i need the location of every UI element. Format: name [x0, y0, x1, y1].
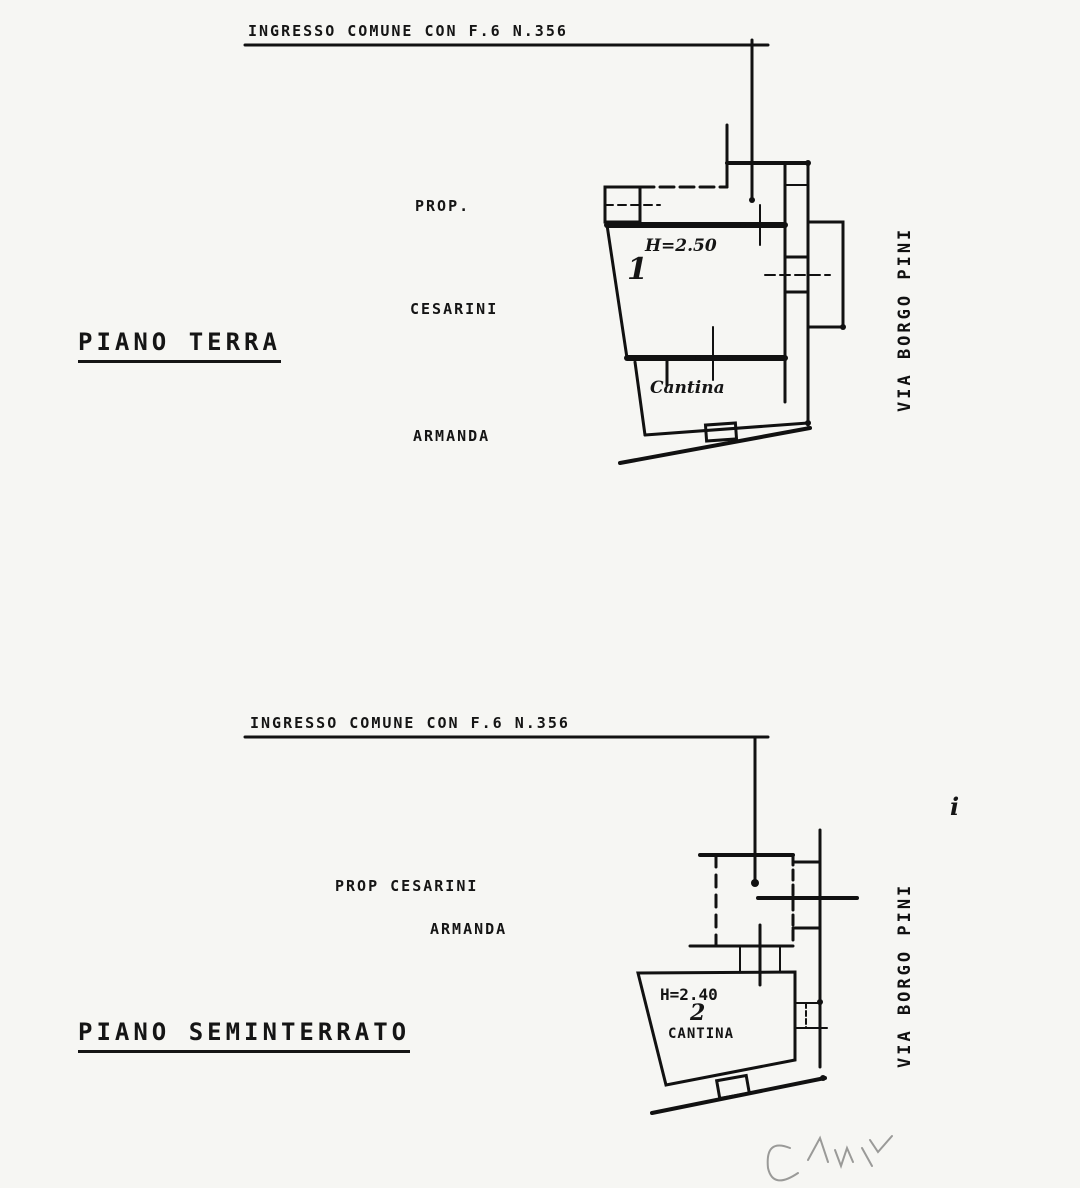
ground-neighbor-name: CESARINI — [410, 300, 499, 318]
ground-cellar-label: Cantina — [650, 378, 725, 398]
ground-floor-title: PIANO TERRA — [78, 328, 281, 363]
ground-neighbor-firstname: ARMANDA — [413, 427, 491, 445]
ground-neighbor-prop: PROP. — [415, 197, 471, 215]
ground-entrance-label: INGRESSO COMUNE CON F.6 N.356 — [248, 22, 568, 40]
ground-floor-plan — [243, 38, 846, 465]
basement-room-height: H=2.40 — [660, 985, 718, 1004]
basement-room-number: 2 — [690, 1000, 708, 1026]
basement-neighbor-name: PROP CESARINI — [335, 877, 479, 895]
basement-neighbor-firstname: ARMANDA — [430, 920, 508, 938]
basement-street-label: VIA BORGO PINI — [895, 882, 915, 1068]
ground-street-label: VIA BORGO PINI — [895, 226, 915, 412]
signature — [766, 1135, 893, 1182]
basement-entrance-label: INGRESSO COMUNE CON F.6 N.356 — [250, 714, 570, 732]
margin-mark: i — [950, 792, 962, 821]
ground-room-number: 1 — [627, 252, 650, 287]
basement-plan — [243, 735, 859, 1115]
basement-cellar-label: CANTINA — [668, 1026, 735, 1042]
basement-title: PIANO SEMINTERRATO — [78, 1018, 411, 1053]
ground-room-height: H=2.50 — [645, 236, 717, 256]
